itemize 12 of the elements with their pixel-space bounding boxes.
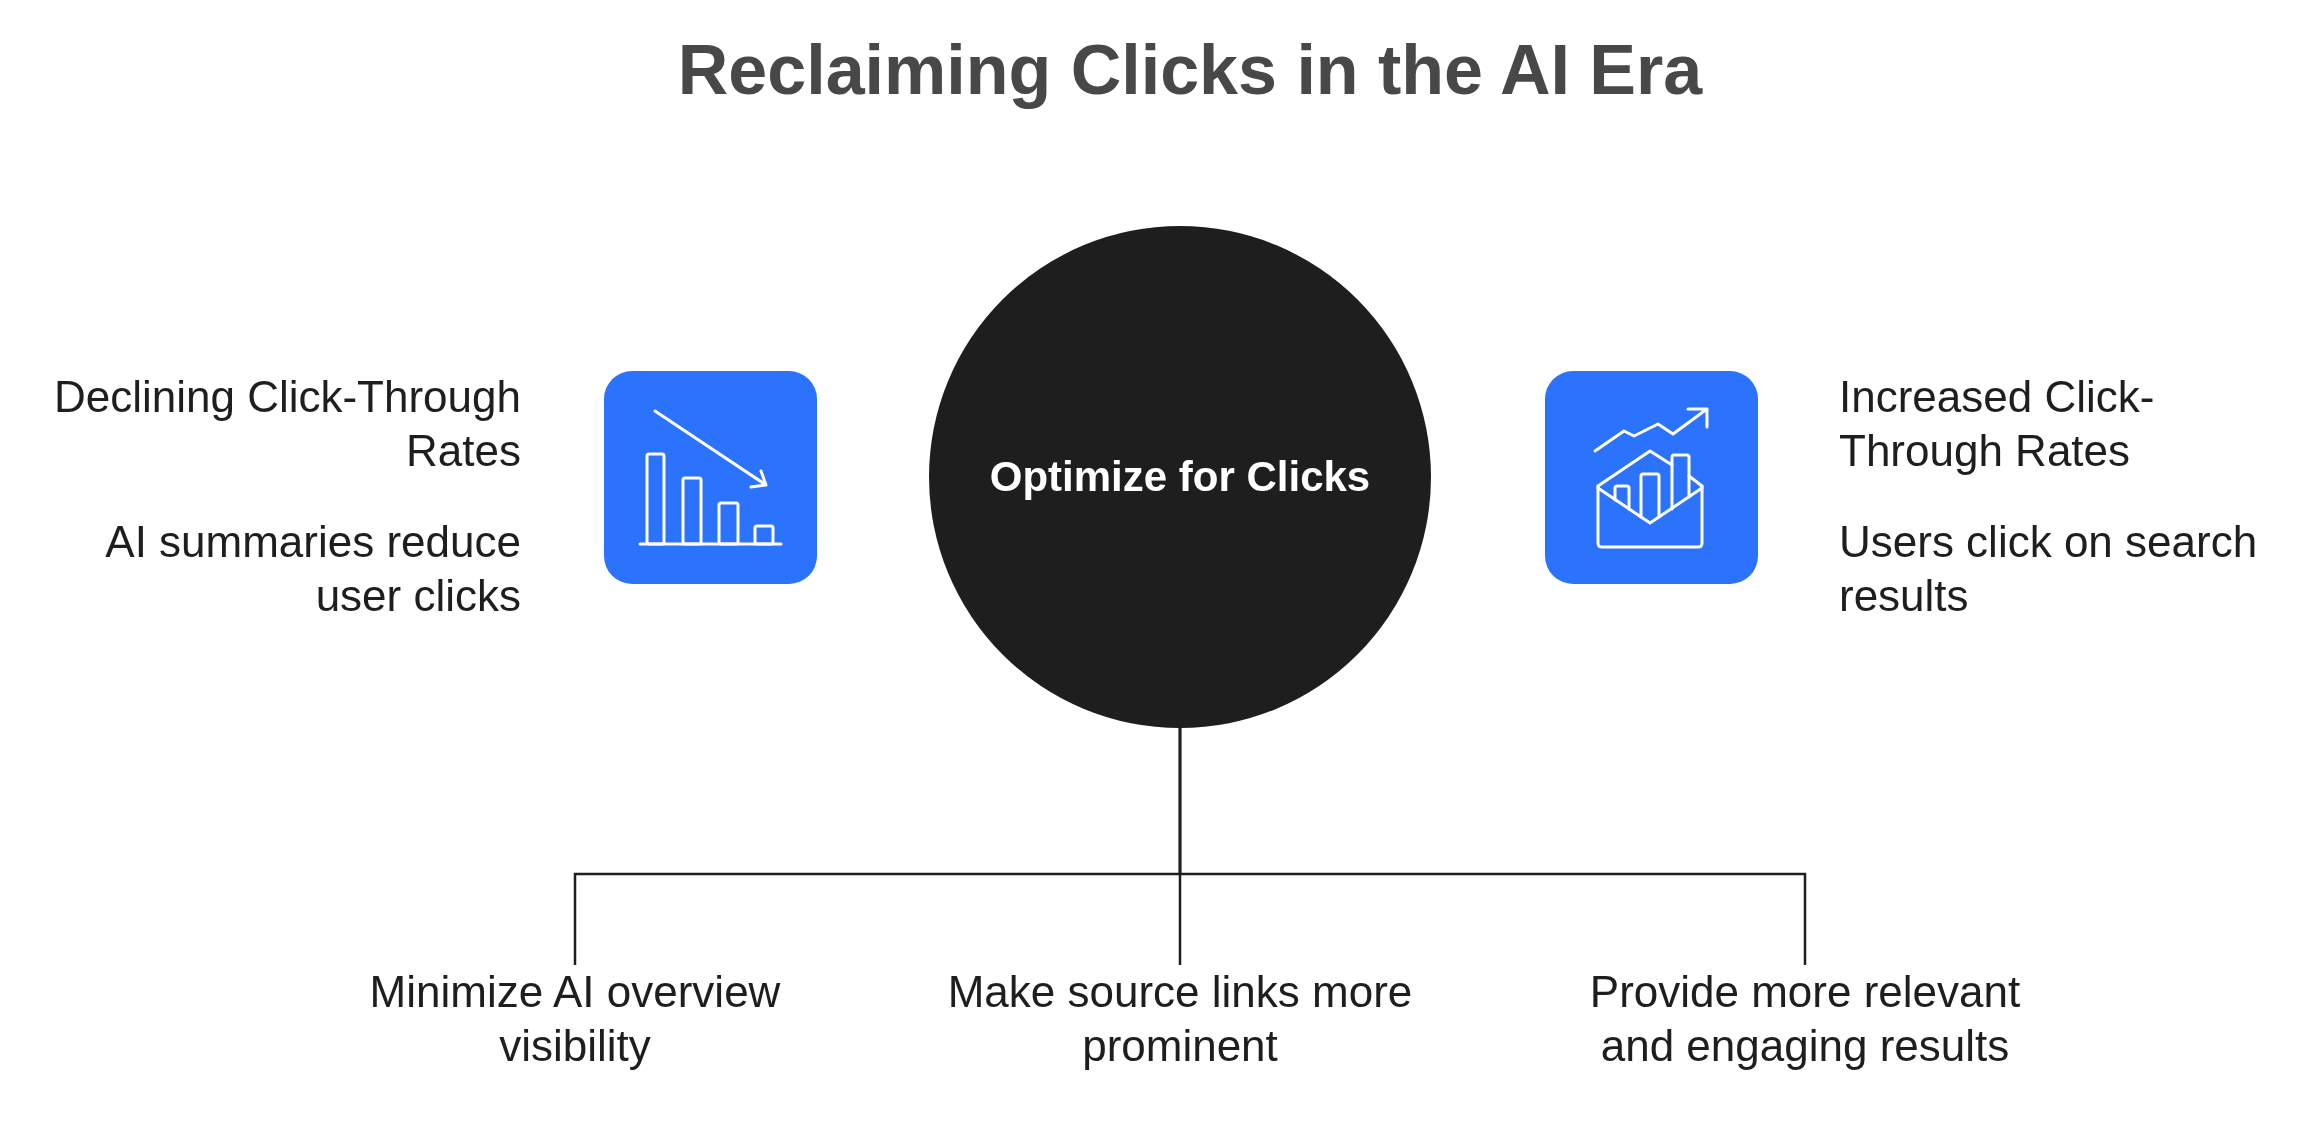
icon-tile xyxy=(604,371,817,584)
action-label: Provide more relevant and engaging results xyxy=(1555,965,2055,1073)
trend-description: AI summaries reduce user clicks xyxy=(104,516,521,622)
trend-description: Users click on search results xyxy=(1839,516,2259,622)
icon-tile xyxy=(1545,371,1758,584)
diagram-title: Reclaiming Clicks in the AI Era xyxy=(677,30,1703,111)
trend-heading: Declining Click-Through Rates xyxy=(52,371,521,477)
circle-label: Optimize for Clicks xyxy=(989,452,1371,502)
action-label: Make source links more prominent xyxy=(930,965,1430,1073)
action-label: Minimize AI overview visibility xyxy=(325,965,825,1073)
connector-line xyxy=(1178,728,1807,965)
trend-heading: Increased Click-Through Rates xyxy=(1839,371,2156,477)
